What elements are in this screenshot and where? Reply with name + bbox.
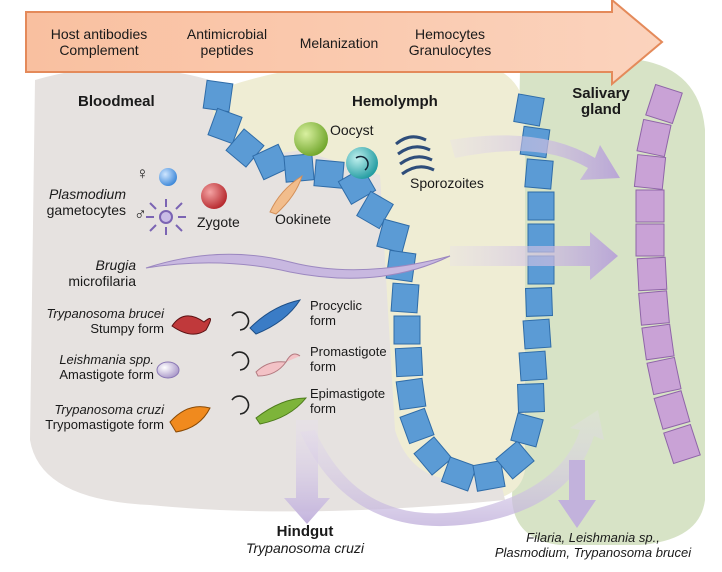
zygote-label: Zygote: [197, 214, 240, 230]
trypanosoma-brucei-label: Trypanosoma brucei Stumpy form: [16, 306, 164, 336]
leishmania-amastigote: [156, 361, 180, 379]
salivary-gland-cells: [633, 83, 701, 465]
step-label: Melanization: [299, 35, 379, 51]
bloodmeal-region: [30, 67, 505, 512]
trypanosoma-brucei-form: Stumpy form: [90, 321, 164, 336]
trypanosoma-cruzi-epimastigote: [255, 397, 308, 425]
oocyst: [294, 122, 328, 156]
sporozoites: [395, 135, 435, 176]
hindgut-label: Hindgut Trypanosoma cruzi: [240, 523, 370, 557]
step-label: Antimicrobial: [186, 26, 268, 42]
step-label: Hemocytes: [414, 26, 486, 42]
promastigote-line: form: [310, 359, 336, 374]
microfilaria-flow-arrow: [450, 232, 618, 280]
step-host-antibodies: Host antibodies Complement: [36, 26, 162, 58]
promastigote-label: Promastigote form: [310, 344, 387, 374]
trypanosoma-cruzi-trypomastigote: [169, 406, 211, 433]
salivary-exit-label: Filaria, Leishmania sp., Plasmodium, Try…: [468, 530, 718, 560]
salivary-gland-title: Salivary gland: [556, 86, 646, 118]
ookinete-label: Ookinete: [275, 211, 332, 227]
bloodmeal-title: Bloodmeal: [78, 93, 155, 110]
zygote: [201, 183, 227, 209]
procyclic-line: Procyclic: [310, 298, 363, 313]
leishmania-promastigote: [255, 353, 301, 377]
sporozoite-flow-arrow: [450, 135, 620, 180]
brugia-label: Brugia microfilaria: [30, 257, 136, 289]
oocyst-arrow: [355, 155, 369, 171]
promastigote-line: Promastigote: [310, 344, 387, 359]
epimastigote-line: form: [310, 401, 336, 416]
trypanosoma-cruzi-name: Trypanosoma cruzi: [54, 402, 164, 417]
trypanosoma-brucei-name: Trypanosoma brucei: [46, 306, 164, 321]
step-label: peptides: [200, 42, 254, 58]
female-gametocyte: [159, 168, 177, 186]
plasmodium-desc: gametocytes: [46, 202, 126, 218]
trypanosoma-cruzi-label: Trypanosoma cruzi Trypomastigote form: [16, 402, 164, 432]
trypanosoma-brucei-stumpy: [171, 315, 211, 335]
brugia-microfilaria: [145, 253, 451, 279]
plasmodium-label: Plasmodium gametocytes: [30, 186, 126, 218]
sporozoites-label: Sporozoites: [410, 175, 484, 191]
hindgut-down-arrow: [284, 420, 330, 524]
step-hemocytes: Hemocytes Granulocytes: [392, 26, 508, 58]
male-gametocyte: [146, 199, 186, 235]
epimastigote-line: Epimastigote: [310, 386, 386, 401]
step-label: Host antibodies: [50, 26, 148, 42]
brugia-desc: microfilaria: [68, 273, 136, 289]
salivary-exit-line: Plasmodium, Trypanosoma brucei: [494, 545, 692, 560]
salivary-exit-arrow: [558, 460, 596, 528]
leishmania-name: Leishmania spp.: [59, 352, 154, 367]
cycle-arrow-cruzi: [231, 395, 250, 415]
top-arrow: [25, 0, 664, 87]
step-label: Complement: [59, 42, 139, 58]
procyclic-label: Procyclic form: [310, 298, 362, 328]
cycle-arrow-brucei: [231, 311, 250, 331]
ookinete: [269, 174, 303, 215]
step-antimicrobial-peptides: Antimicrobial peptides: [172, 26, 282, 58]
female-symbol: ♀: [136, 164, 149, 183]
hindgut-species: Trypanosoma cruzi: [245, 540, 364, 556]
gut-to-salivary-arrow: [300, 410, 604, 527]
leishmania-form: Amastigote form: [59, 367, 154, 382]
hemolymph-title: Hemolymph: [352, 93, 438, 110]
step-melanization: Melanization: [284, 35, 394, 51]
oocyst-label: Oocyst: [330, 122, 374, 138]
cycle-arrow-leishmania: [231, 351, 250, 371]
leishmania-label: Leishmania spp. Amastigote form: [16, 352, 154, 382]
brugia-name: Brugia: [95, 257, 136, 273]
salivary-title-line: Salivary: [572, 85, 630, 102]
oocyst-rupturing: [346, 147, 378, 179]
male-symbol: ♂: [134, 205, 147, 224]
salivary-title-line: gland: [581, 101, 621, 118]
plasmodium-name: Plasmodium: [48, 186, 126, 202]
step-label: Granulocytes: [408, 42, 492, 58]
procyclic-line: form: [310, 313, 336, 328]
trypanosoma-cruzi-form: Trypomastigote form: [45, 417, 164, 432]
epimastigote-label: Epimastigote form: [310, 386, 385, 416]
hindgut-title: Hindgut: [276, 523, 334, 540]
salivary-exit-line: Filaria, Leishmania sp.,: [526, 530, 660, 545]
trypanosoma-brucei-procyclic: [249, 299, 302, 335]
